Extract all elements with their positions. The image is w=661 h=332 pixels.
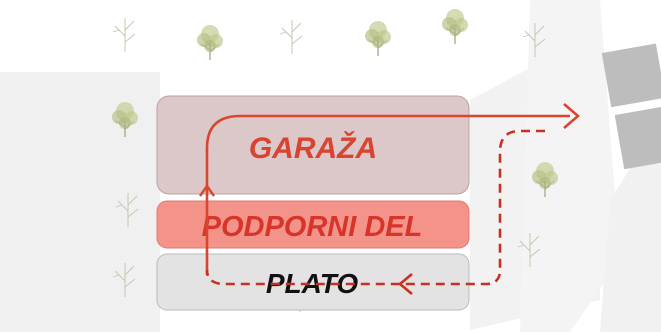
- building-icon: [601, 43, 661, 170]
- garage-block: GARAŽA: [156, 95, 470, 195]
- plateau-label: PLATO: [266, 268, 359, 299]
- support-block: PODPORNI DEL: [156, 200, 470, 249]
- arrow-up-icon: [199, 183, 215, 197]
- dashed-access-path: [205, 129, 545, 295]
- arrow-right-icon: [563, 103, 580, 129]
- plateau-block: PLATO: [156, 253, 470, 311]
- arrow-left-icon: [397, 273, 413, 295]
- garage-label: GARAŽA: [249, 131, 377, 165]
- solid-access-path: [199, 103, 580, 275]
- support-label: PODPORNI DEL: [202, 211, 423, 243]
